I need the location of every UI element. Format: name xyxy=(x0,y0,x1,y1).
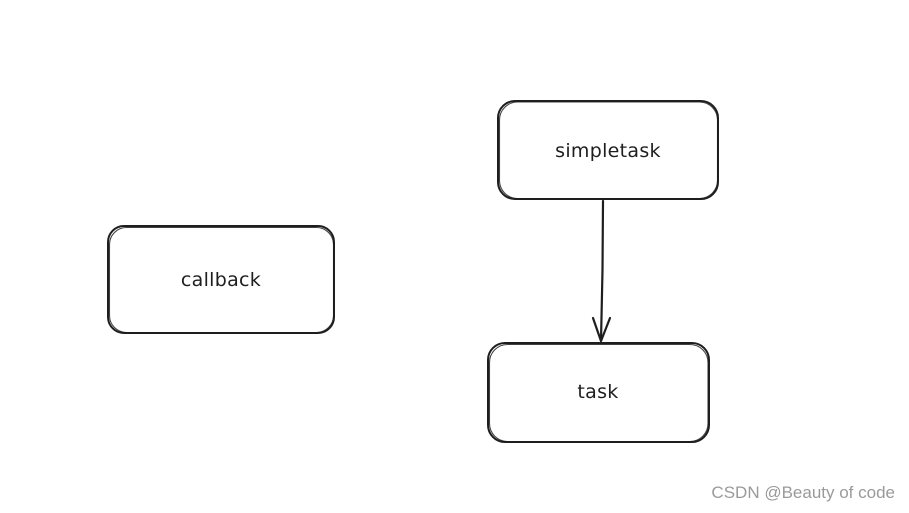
edge-line xyxy=(599,199,605,343)
node-simpletask-box-sketch xyxy=(498,101,719,200)
node-simpletask[interactable]: simpletask xyxy=(497,100,719,200)
node-callback-box-sketch xyxy=(108,226,335,334)
node-task[interactable]: task xyxy=(487,342,710,443)
watermark-text: CSDN @Beauty of code xyxy=(711,483,895,502)
node-callback-label: callback xyxy=(181,269,261,291)
node-callback[interactable]: callback xyxy=(107,225,335,334)
node-task-box-sketch xyxy=(488,343,709,443)
edge-simpletask-to-task[interactable] xyxy=(591,199,612,343)
node-simpletask-label: simpletask xyxy=(555,140,661,162)
edge-arrowhead-icon xyxy=(591,316,612,343)
node-task-label: task xyxy=(577,381,618,403)
